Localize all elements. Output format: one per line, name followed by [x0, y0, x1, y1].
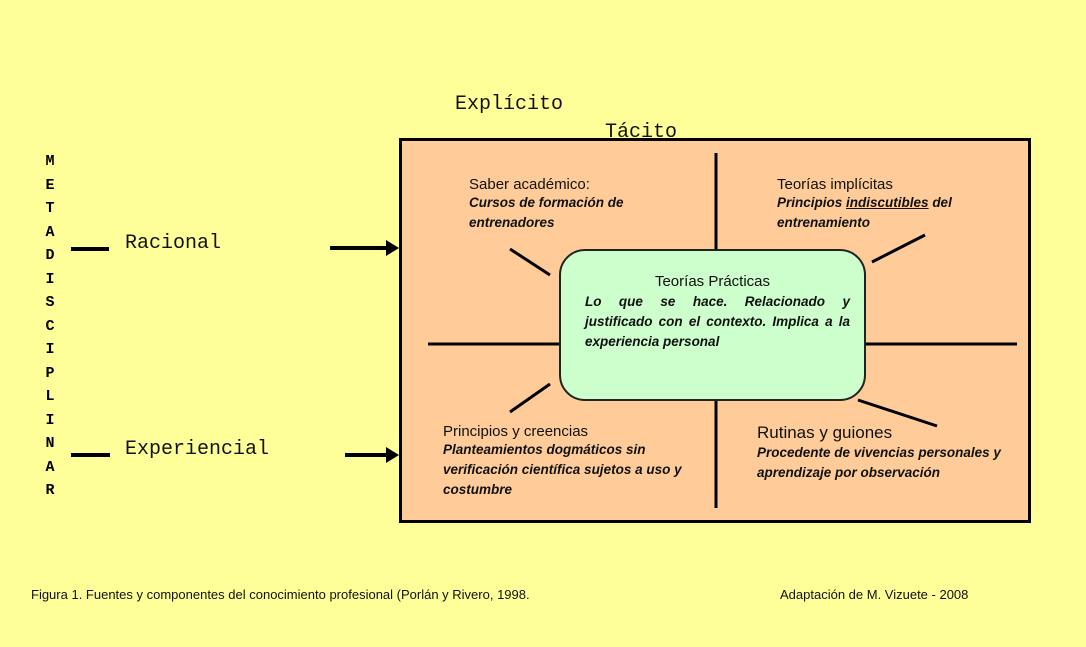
ray-top-right [871, 233, 926, 264]
arrowhead-racional [386, 240, 399, 256]
center-box: Teorías Prácticas Lo que se hace. Relaci… [559, 249, 866, 401]
vertical-letter: M [45, 153, 55, 170]
center-text: Lo que se hace. Relacionado y justificad… [585, 294, 850, 349]
ray-bottom-left [509, 382, 551, 414]
quadrant-text: Planteamientos dogmáticos sin verificaci… [443, 442, 682, 497]
quadrant-title: Rutinas y guiones [757, 423, 893, 442]
vertical-letter: L [45, 388, 55, 405]
vertical-letter: N [45, 435, 55, 452]
vertical-letter: S [45, 294, 55, 311]
ray-bottom-right [857, 398, 938, 428]
quadrant-text: Principios indiscutibles del entrenamien… [777, 193, 997, 233]
vertical-letter: I [45, 411, 55, 429]
label-experiencial: Experiencial [125, 438, 270, 461]
quadrant-title: Principios y creencias [443, 423, 589, 440]
figure-caption: Figura 1. Fuentes y componentes del cono… [31, 587, 530, 602]
quadrant-title: Teorías implícitas [777, 176, 893, 193]
vertical-letter: P [45, 364, 55, 382]
vertical-letter: R [45, 482, 55, 499]
quadrant-bottom-right: Rutinas y guiones Procedente de vivencia… [757, 423, 1017, 483]
adaptation-credit: Adaptación de M. Vizuete - 2008 [780, 587, 969, 602]
arrowhead-experiencial [386, 447, 399, 463]
text-part: del entrenamiento [777, 195, 952, 230]
vertical-letter: C [45, 317, 55, 335]
vertical-letter: E [45, 176, 55, 194]
vertical-letter: I [45, 341, 55, 358]
vertical-letter: I [45, 270, 55, 288]
quadrant-top-left: Saber académico: Cursos de formación de … [469, 176, 669, 233]
vertical-letter: A [45, 458, 55, 476]
quadrant-text: Procedente de vivencias personales y apr… [757, 445, 1001, 480]
ray-top-left [509, 247, 551, 277]
vertical-letter: A [45, 223, 55, 241]
center-title: Teorías Prácticas [654, 273, 771, 290]
vertical-letter: D [45, 247, 55, 264]
label-explicito: Explícito [455, 93, 564, 116]
quadrant-title: Saber académico: [469, 176, 590, 193]
quadrant-top-right: Teorías implícitas Principios indiscutib… [777, 176, 997, 233]
quadrant-bottom-left: Principios y creencias Planteamientos do… [443, 423, 688, 500]
quadrant-text: Cursos de formación de entrenadores [469, 195, 624, 230]
text-part: Principios [777, 195, 847, 210]
vertical-letter: T [45, 200, 55, 217]
label-racional: Racional [125, 232, 222, 255]
underlined-word: indiscutibles [846, 195, 929, 210]
